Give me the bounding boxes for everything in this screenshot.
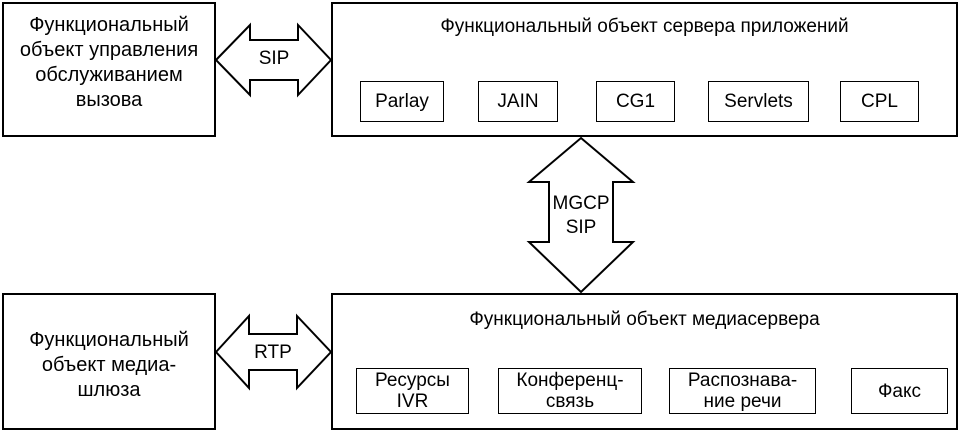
media-gateway-box: Функциональный объект медиа- шлюза: [2, 293, 216, 430]
app-server-box: Функциональный объект сервера приложений…: [331, 2, 958, 137]
conference-line-1: Конференц-: [516, 370, 624, 391]
media-gateway-label: Функциональный объект медиа- шлюза: [4, 328, 214, 403]
jain-box: JAIN: [478, 81, 558, 122]
call-control-line-2: объект управления: [19, 39, 199, 61]
cg1-box: CG1: [596, 81, 675, 122]
call-control-line-1: Функциональный: [29, 14, 189, 36]
conference-line-2: связь: [545, 391, 595, 412]
media-gateway-line-3: шлюза: [77, 379, 141, 401]
speech-line-2: ние речи: [703, 391, 782, 412]
ivr-resources-box: Ресурсы IVR: [356, 368, 469, 414]
mgcp-label: MGCP: [552, 193, 610, 214]
conference-box: Конференц- связь: [498, 368, 642, 414]
speech-line-1: Распознава-: [687, 370, 798, 391]
call-control-box: Функциональный объект управления обслужи…: [2, 2, 216, 137]
ivr-line-2: IVR: [396, 391, 429, 412]
sip-arrow-label: SIP: [258, 48, 290, 69]
rtp-arrow-label: RTP: [254, 342, 292, 363]
call-control-label: Функциональный объект управления обслужи…: [4, 13, 214, 113]
media-gateway-line-2: объект медиа-: [41, 354, 177, 376]
fax-box: Факс: [851, 368, 948, 414]
call-control-line-4: вызова: [75, 89, 143, 111]
call-control-line-3: обслуживанием: [35, 64, 183, 86]
media-server-box: Функциональный объект медиасервера Ресур…: [331, 293, 958, 430]
sip-vertical-label: SIP: [565, 217, 597, 238]
parlay-box: Parlay: [360, 81, 444, 122]
fax-label: Факс: [877, 380, 922, 402]
servlets-box: Servlets: [708, 81, 809, 122]
media-server-title: Функциональный объект медиасервера: [469, 309, 820, 330]
mgcp-sip-double-arrow: [526, 136, 636, 294]
media-gateway-line-1: Функциональный: [29, 329, 189, 351]
app-server-title: Функциональный объект сервера приложений: [440, 16, 849, 37]
ivr-line-1: Ресурсы: [375, 370, 450, 391]
mgcp-sip-label: MGCP SIP: [549, 192, 613, 240]
cpl-box: CPL: [840, 81, 919, 122]
speech-recognition-box: Распознава- ние речи: [669, 368, 816, 414]
